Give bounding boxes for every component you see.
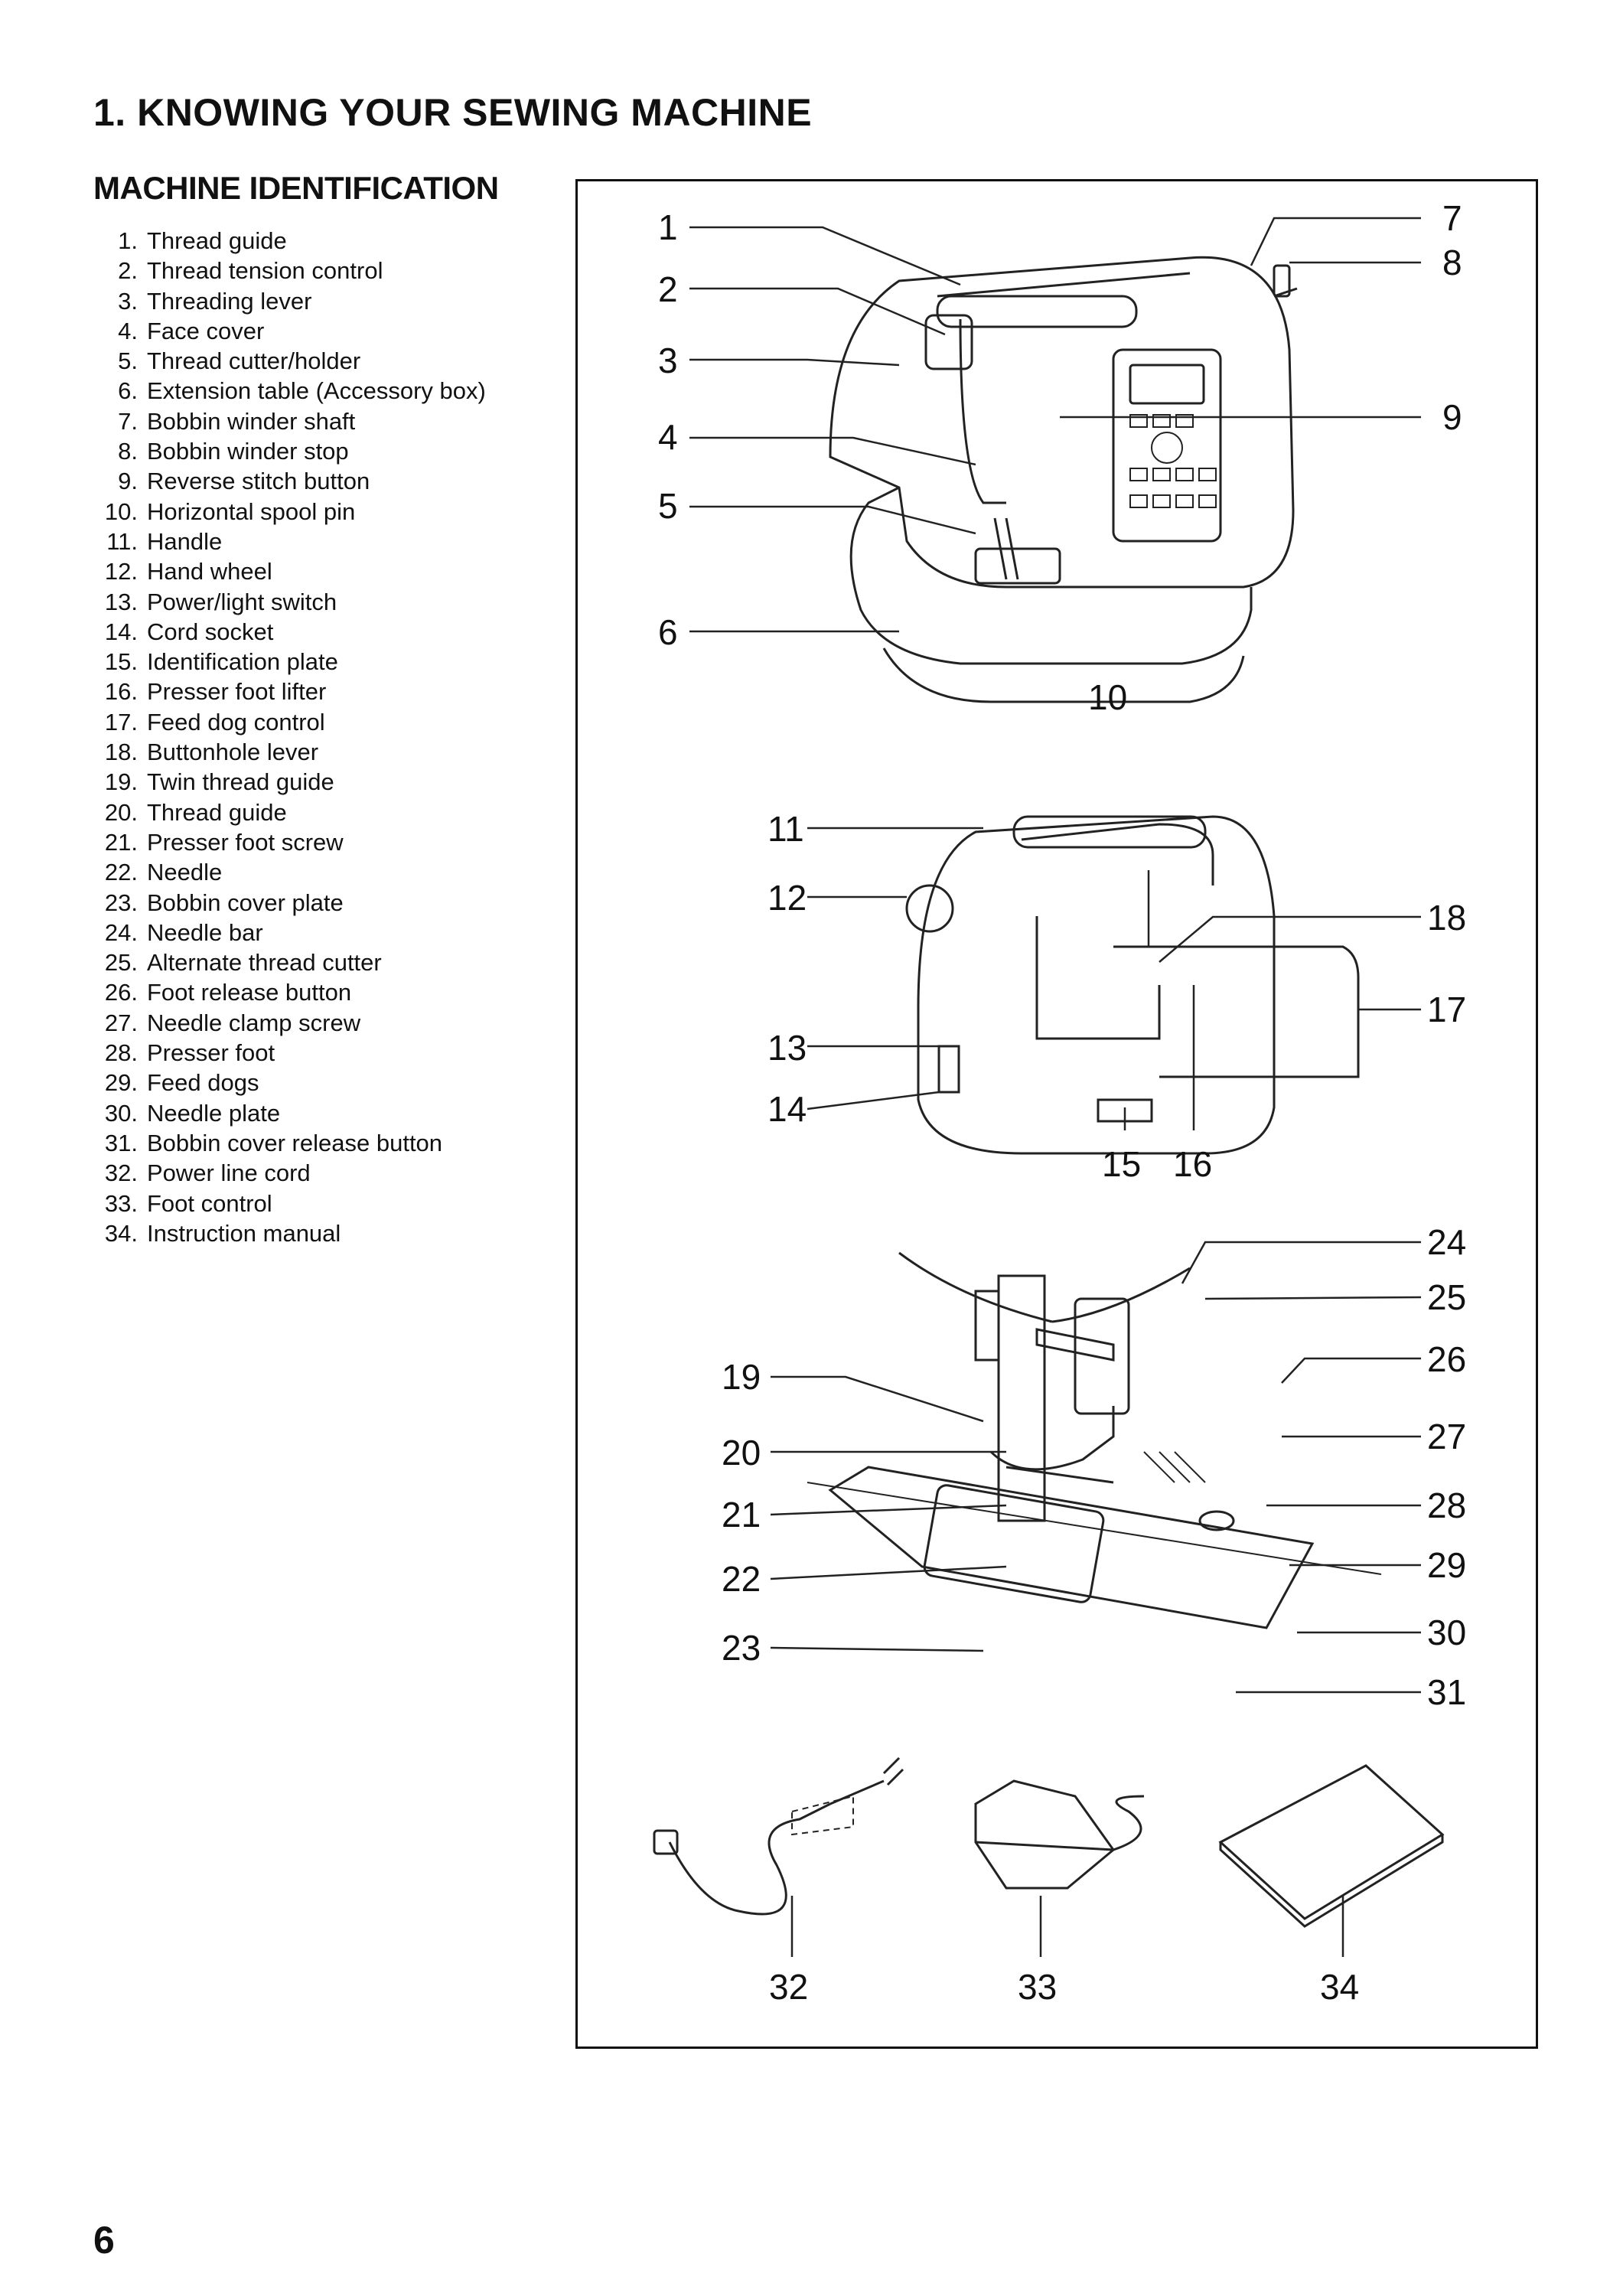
list-item: 22.Needle <box>104 859 223 886</box>
page-number: 6 <box>93 2219 115 2262</box>
callout-label: 13 <box>768 1028 807 1068</box>
list-item: 32.Power line cord <box>104 1159 311 1187</box>
list-item: 21.Presser foot screw <box>104 828 344 856</box>
callout-label: 21 <box>722 1495 761 1534</box>
callout-label: 30 <box>1427 1613 1466 1652</box>
callout-label: 4 <box>658 417 678 457</box>
callout-label: 11 <box>768 809 804 849</box>
list-item: 33.Foot control <box>104 1189 272 1217</box>
callout-labels: 1 2 3 4 5 6 7 8 9 10 11 12 18 17 13 14 1… <box>658 198 1466 2007</box>
list-item: 19.Twin thread guide <box>104 768 334 796</box>
list-item: 30.Needle plate <box>104 1099 281 1127</box>
machine-rear-illustration <box>905 815 1360 1155</box>
list-item: 9.Reverse stitch button <box>118 468 370 495</box>
power-cord-illustration <box>653 1756 904 1916</box>
list-item: 2.Thread tension control <box>118 257 383 285</box>
list-item: 3.Threading lever <box>118 287 312 315</box>
list-item: 17.Feed dog control <box>104 708 325 735</box>
callout-label: 34 <box>1320 1967 1359 2007</box>
callout-label: 14 <box>768 1089 807 1129</box>
callout-label: 10 <box>1088 677 1127 717</box>
callout-label: 18 <box>1427 898 1466 938</box>
list-item: 15.Identification plate <box>104 648 338 676</box>
needle-area-illustration <box>807 1251 1382 1629</box>
callout-label: 16 <box>1173 1144 1212 1184</box>
parts-list: 1.Thread guide 2.Thread tension control … <box>93 226 486 1248</box>
machine-diagram: 1 2 3 4 5 6 7 8 9 10 11 12 18 17 13 14 1… <box>575 179 1538 2049</box>
foot-control-illustration <box>974 1779 1145 1890</box>
callout-label: 3 <box>658 341 678 380</box>
callout-label: 27 <box>1427 1417 1466 1456</box>
callout-label: 32 <box>769 1967 808 2007</box>
list-item: 26.Foot release button <box>104 979 352 1006</box>
machine-front-illustration <box>829 256 1298 703</box>
page-title: 1. KNOWING YOUR SEWING MACHINE <box>93 91 813 134</box>
callout-label: 7 <box>1442 198 1462 238</box>
callout-label: 20 <box>722 1433 761 1473</box>
list-item: 31.Bobbin cover release button <box>104 1129 443 1156</box>
list-item: 11.Handle <box>106 527 223 555</box>
callout-label: 8 <box>1442 243 1462 282</box>
callout-label: 24 <box>1427 1222 1466 1262</box>
list-item: 13.Power/light switch <box>104 588 337 615</box>
callout-label: 9 <box>1442 397 1462 437</box>
list-item: 29.Feed dogs <box>104 1069 259 1097</box>
callout-label: 19 <box>722 1357 761 1397</box>
callout-label: 1 <box>658 207 678 247</box>
list-item: 34.Instruction manual <box>104 1219 341 1247</box>
callout-label: 12 <box>768 878 807 918</box>
list-item: 1.Thread guide <box>118 227 287 254</box>
list-item: 25.Alternate thread cutter <box>104 949 382 977</box>
callout-label: 6 <box>658 612 678 652</box>
list-item: 6.Extension table (Accessory box) <box>118 377 486 405</box>
list-item: 12.Hand wheel <box>104 558 272 585</box>
callout-label: 28 <box>1427 1486 1466 1525</box>
callout-label: 22 <box>722 1559 761 1599</box>
list-item: 4.Face cover <box>118 317 265 344</box>
callout-label: 23 <box>722 1628 761 1668</box>
list-item: 5.Thread cutter/holder <box>118 347 361 375</box>
callout-label: 26 <box>1427 1339 1466 1379</box>
callout-label: 2 <box>658 269 678 309</box>
section-title: MACHINE IDENTIFICATION <box>93 170 499 206</box>
callout-label: 31 <box>1427 1672 1466 1712</box>
list-item: 23.Bobbin cover plate <box>104 889 344 916</box>
list-item: 8.Bobbin winder stop <box>118 438 349 465</box>
callout-label: 17 <box>1427 990 1466 1029</box>
callout-label: 33 <box>1018 1967 1057 2007</box>
list-item: 18.Buttonhole lever <box>104 739 319 766</box>
list-item: 14.Cord socket <box>104 618 274 645</box>
list-item: 28.Presser foot <box>104 1039 275 1067</box>
leader-lines <box>689 217 1422 1957</box>
callout-label: 5 <box>658 486 678 526</box>
callout-label: 25 <box>1427 1277 1466 1317</box>
list-item: 20.Thread guide <box>104 798 287 826</box>
list-item: 27.Needle clamp screw <box>104 1009 361 1036</box>
callout-label: 15 <box>1102 1144 1141 1184</box>
list-item: 10.Horizontal spool pin <box>104 497 356 525</box>
callout-label: 29 <box>1427 1545 1466 1585</box>
list-item: 16.Presser foot lifter <box>104 678 327 706</box>
manual-illustration <box>1218 1764 1445 1928</box>
list-item: 24.Needle bar <box>104 918 263 946</box>
list-item: 7.Bobbin winder shaft <box>118 407 356 435</box>
